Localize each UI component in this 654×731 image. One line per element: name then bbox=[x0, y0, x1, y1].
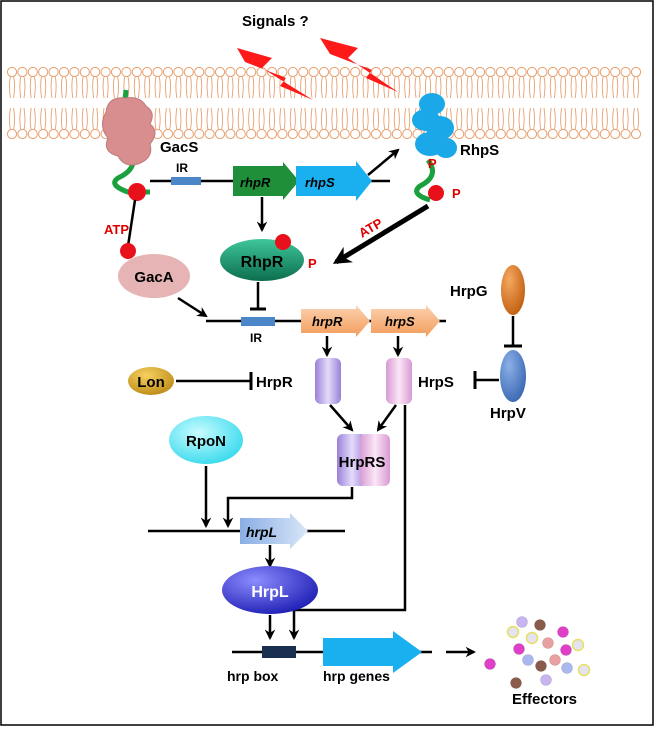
effector-particle bbox=[506, 625, 520, 639]
gacS-sensor bbox=[102, 89, 156, 195]
hrp-box bbox=[262, 646, 296, 658]
rhpR-gene-arrow bbox=[233, 162, 299, 200]
phosphate-gacS bbox=[128, 183, 146, 201]
gacS-label: GacS bbox=[160, 139, 198, 156]
rhpS-gene-label: rhpS bbox=[305, 175, 335, 190]
effector-particle bbox=[557, 626, 569, 638]
signal-bolt-right bbox=[320, 38, 398, 92]
hrp-genes-arrow bbox=[323, 631, 422, 673]
gacA-protein bbox=[118, 254, 190, 298]
lon-label: Lon bbox=[137, 374, 165, 391]
arrow-rhpS-to-rhpR bbox=[332, 203, 430, 265]
hrpG-label: HrpG bbox=[450, 283, 488, 300]
effector-particle bbox=[540, 674, 552, 686]
effector-particle bbox=[542, 637, 554, 649]
hrpG-protein bbox=[501, 265, 525, 315]
hrpR-gene-label: hrpR bbox=[312, 314, 343, 329]
rhpS-sensor-label: RhpS bbox=[460, 142, 499, 159]
hrpV-label: HrpV bbox=[490, 405, 526, 422]
hrpS-gene-label: hrpS bbox=[385, 314, 415, 329]
hrpL-gene-label: hrpL bbox=[246, 524, 277, 540]
effector-particle bbox=[535, 660, 547, 672]
rhpS-gene-arrow bbox=[296, 161, 372, 201]
rhpR-gene-label: rhpR bbox=[240, 175, 271, 190]
hrpS-protein bbox=[386, 358, 412, 404]
hrp-genes-label: hrp genes bbox=[323, 668, 390, 684]
effector-particle bbox=[577, 663, 591, 677]
effector-particle bbox=[525, 631, 539, 645]
arrow-hrpR-to-complex bbox=[329, 404, 354, 432]
signal-bolt-left bbox=[237, 48, 313, 100]
arrow-rhpS-to-sensor bbox=[367, 148, 400, 176]
hrpR-label: HrpR bbox=[256, 374, 293, 391]
gacS-to-gacA-link bbox=[126, 199, 137, 247]
gacA-label: GacA bbox=[134, 269, 173, 286]
atp-label-1: ATP bbox=[104, 222, 129, 237]
hrpS-label: HrpS bbox=[418, 374, 454, 391]
effector-cluster bbox=[484, 616, 591, 689]
hrpS-gene-arrow bbox=[371, 305, 440, 337]
phosphate-gacA bbox=[120, 243, 136, 259]
hrpRS-complex-right bbox=[360, 434, 390, 486]
lon-protein bbox=[128, 367, 174, 395]
effector-particle bbox=[484, 658, 496, 670]
hrpL-gene-arrow bbox=[240, 513, 308, 549]
phosphate-label-2: P bbox=[452, 186, 461, 201]
effector-particle bbox=[560, 644, 572, 656]
hrpRS-label: HrpRS bbox=[339, 454, 386, 471]
phosphate-rhpR bbox=[275, 234, 291, 250]
arrow-hrpS-to-complex bbox=[376, 404, 398, 432]
effector-particle bbox=[513, 643, 525, 655]
arrow-gacA-to-promoter bbox=[177, 296, 208, 318]
effector-particle bbox=[561, 662, 573, 674]
effector-particle bbox=[549, 654, 561, 666]
ir-label-1: IR bbox=[176, 161, 188, 175]
effector-particle bbox=[510, 677, 522, 689]
arrow-hrpRS-to-hrpL bbox=[222, 487, 354, 529]
phosphate-rhpS bbox=[428, 185, 444, 201]
arrow-hrpS-to-hrp-genes bbox=[288, 405, 407, 641]
ir-box-1 bbox=[171, 177, 201, 185]
effector-particle bbox=[534, 619, 546, 631]
phosphate-label-1: P bbox=[428, 156, 437, 171]
hrpR-protein bbox=[315, 358, 341, 404]
effector-particle bbox=[516, 616, 528, 628]
phosphate-label-3: P bbox=[308, 256, 317, 271]
hrpV-protein bbox=[500, 350, 526, 402]
rpoN-protein bbox=[169, 416, 243, 464]
signals-label: Signals ? bbox=[242, 13, 309, 30]
hrp-box-label: hrp box bbox=[227, 668, 279, 684]
hrpR-gene-arrow bbox=[301, 305, 370, 337]
hrpL-protein bbox=[222, 566, 318, 614]
rpoN-label: RpoN bbox=[186, 433, 226, 450]
effector-particle bbox=[522, 654, 534, 666]
effectors-label: Effectors bbox=[512, 691, 577, 708]
hrpL-label: HrpL bbox=[251, 584, 289, 601]
rhpR-protein-label: RhpR bbox=[241, 254, 284, 271]
effector-particle bbox=[571, 638, 585, 652]
ir-box-2 bbox=[241, 317, 275, 326]
rhpS-sensor bbox=[412, 93, 457, 203]
hrpRS-complex-left bbox=[337, 434, 367, 486]
ir-label-2: IR bbox=[250, 331, 262, 345]
